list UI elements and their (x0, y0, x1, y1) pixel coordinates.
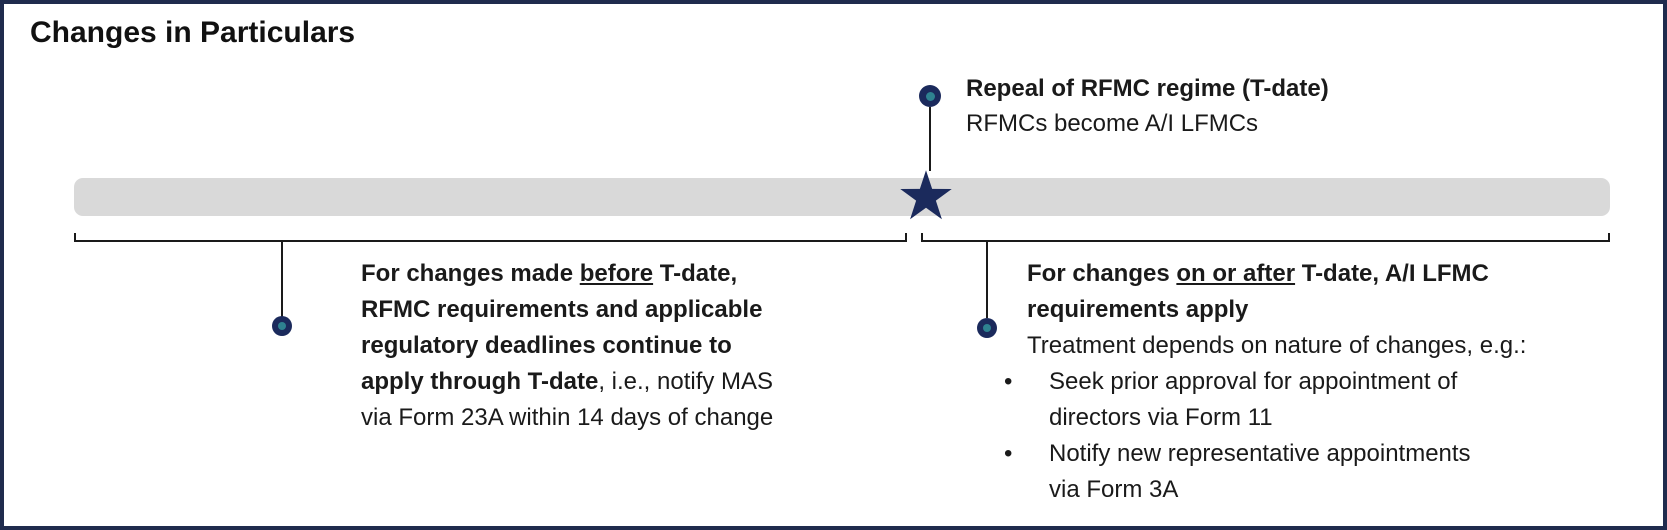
left-callout-line: regulatory deadlines continue to (361, 332, 732, 359)
left-line1-underlined: before (579, 260, 654, 287)
right-line1-bold-end: T-date, A/I LFMC (1295, 260, 1489, 287)
left-callout: For changes made before T-date, RFMC req… (361, 256, 773, 436)
right-callout-line: requirements apply (1027, 296, 1249, 323)
star-icon (900, 170, 952, 220)
bullet-item-continuation: directors via Form 11 (1049, 404, 1273, 431)
left-callout-line: via Form 23A within 14 days of change (361, 404, 774, 431)
right-bracket (921, 233, 1610, 242)
event-marker-center (925, 91, 935, 101)
bullet-icon: • (1004, 440, 1013, 467)
left-line4-regular: , i.e., notify MAS (598, 368, 774, 395)
left-callout-line: For changes made before T-date, (361, 256, 773, 292)
bullet-item: • Notify new representative appointments (1004, 436, 1526, 472)
right-callout-intro: Treatment depends on nature of changes, … (1027, 332, 1527, 359)
bullet-item: • Seek prior approval for appointment of (1004, 364, 1526, 400)
right-bracket-stem (986, 242, 988, 318)
event-callout: Repeal of RFMC regime (T-date) RFMCs bec… (966, 71, 1329, 141)
left-bracket (74, 233, 907, 242)
right-line1-underlined: on or after (1176, 260, 1296, 287)
bullet-text: Seek prior approval for appointment of (1049, 368, 1458, 395)
left-callout-marker-center (278, 322, 286, 330)
left-callout-line: RFMC requirements and applicable (361, 296, 763, 323)
right-callout: For changes on or after T-date, A/I LFMC… (1004, 256, 1526, 508)
event-subtitle: RFMCs become A/I LFMCs (966, 110, 1259, 137)
right-line1-bold: For changes (1027, 260, 1177, 287)
page-title: Changes in Particulars (30, 16, 356, 49)
bullet-icon: • (1004, 368, 1013, 395)
left-line1-bold-end: T-date, (653, 260, 738, 287)
right-callout-line: For changes on or after T-date, A/I LFMC (1004, 256, 1526, 292)
left-callout-marker-icon (272, 316, 292, 336)
event-marker-icon (919, 85, 941, 107)
left-line4-bold: apply through T-date (361, 368, 599, 395)
timeline-bar (74, 178, 1610, 216)
right-callout-marker-icon (977, 318, 997, 338)
left-bracket-stem (281, 242, 283, 317)
right-callout-marker-center (983, 324, 991, 332)
left-callout-line: apply through T-date, i.e., notify MAS (361, 364, 773, 400)
event-connector-line (929, 107, 931, 171)
left-line1-bold: For changes made (361, 260, 580, 287)
bullet-text: Notify new representative appointments (1049, 440, 1471, 467)
bullet-item-continuation: via Form 3A (1049, 476, 1179, 503)
event-title: Repeal of RFMC regime (T-date) (966, 75, 1329, 102)
